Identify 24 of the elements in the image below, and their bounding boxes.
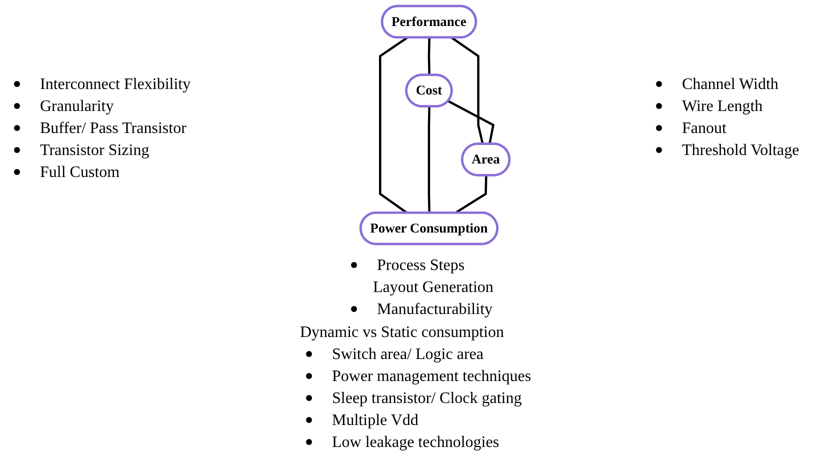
list-item: Dynamic vs Static consumption [300,324,504,341]
list-item: Interconnect Flexibility [40,76,191,93]
connector [448,100,495,144]
list-item: Power management techniques [332,368,532,385]
list-item: Transistor Sizing [40,142,150,159]
list-item: Channel Width [682,76,778,93]
connector [379,36,408,214]
list-item: Sleep transistor/ Clock gating [332,390,522,407]
connector [428,106,430,213]
list-item: Low leakage technologies [332,434,500,451]
list-item: Layout Generation [373,279,494,296]
list-item: Full Custom [40,164,120,181]
connector [454,176,488,214]
list-item: Threshold Voltage [682,142,800,159]
list-item: Buffer/ Pass Transistor [40,120,186,137]
list-item: Process Steps [377,257,465,274]
connector [451,36,484,144]
list-item: Fanout [682,120,726,137]
list-item: Switch area/ Logic area [332,346,484,363]
connector [428,38,430,76]
list-item: Wire Length [682,98,763,115]
list-item: Multiple Vdd [332,412,418,429]
list-item: Manufacturability [377,301,493,318]
list-item: Granularity [40,98,114,115]
